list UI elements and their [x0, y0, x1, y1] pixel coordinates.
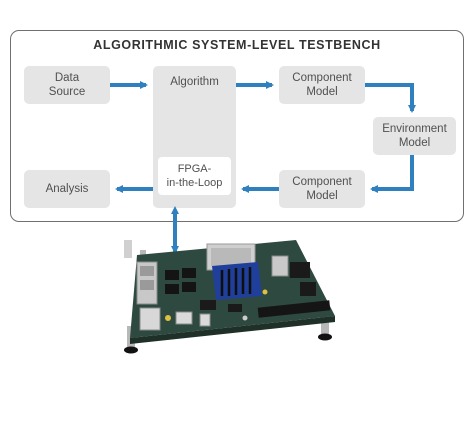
- component-model-bottom-label: Component Model: [292, 176, 352, 202]
- environment-model-label: Environment Model: [382, 123, 447, 149]
- data-source-block: Data Source: [24, 66, 110, 104]
- diagram-title: ALGORITHMIC SYSTEM-LEVEL TESTBENCH: [93, 38, 381, 52]
- expansion-connector: [257, 300, 331, 318]
- data-source-label: Data Source: [48, 72, 86, 98]
- pin-header: [271, 255, 289, 277]
- environment-model-block: Environment Model: [373, 117, 456, 155]
- analysis-block: Analysis: [24, 170, 110, 208]
- arrow-environment-to-component: [370, 155, 414, 193]
- arrow-component-to-environment: [365, 83, 416, 113]
- fpga-in-the-loop-label: FPGA- in-the-Loop: [166, 163, 223, 189]
- component-model-bottom-block: Component Model: [279, 170, 365, 208]
- ethernet-port: [139, 307, 161, 331]
- component-model-top-label: Component Model: [292, 72, 352, 98]
- memory-chip: [165, 270, 179, 280]
- algorithm-label: Algorithm: [170, 76, 219, 88]
- component-model-top-block: Component Model: [279, 66, 365, 104]
- fpga-board-image: [124, 240, 335, 354]
- fpga-in-the-loop-block: FPGA- in-the-Loop: [158, 157, 231, 195]
- analysis-label: Analysis: [45, 183, 89, 195]
